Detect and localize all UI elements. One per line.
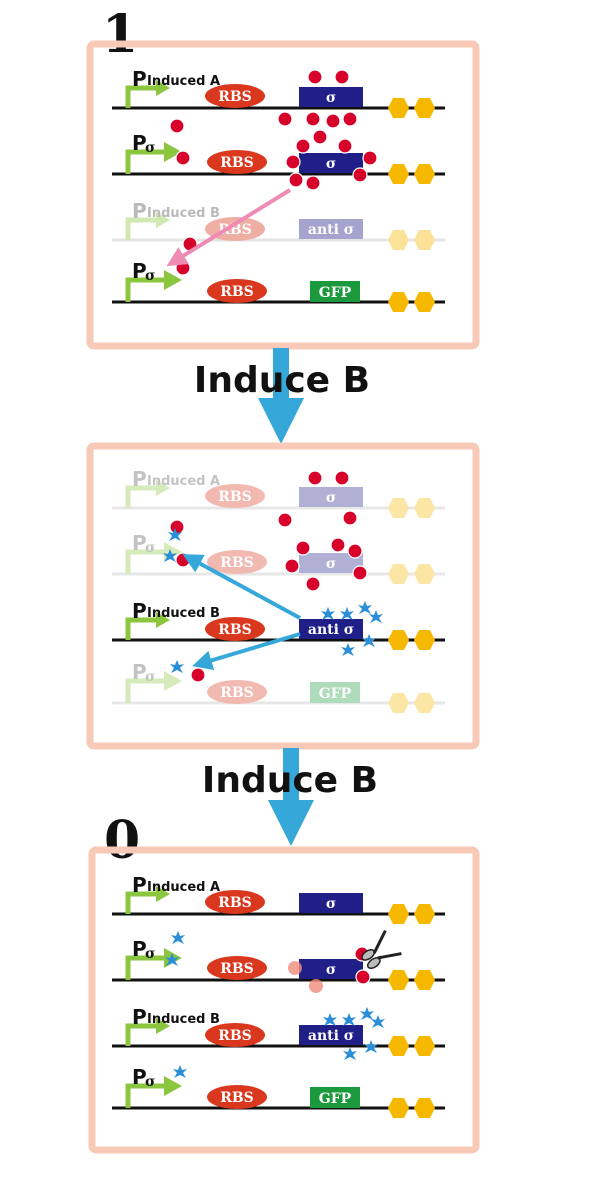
rbs-oval: [205, 84, 265, 108]
panel-label-0: 0: [104, 810, 140, 871]
promoter-induced-a-label: Induced A: [147, 74, 220, 89]
gene-row-induced-b: P Induced B RBS anti σ: [112, 599, 445, 656]
rbs-label: RBS: [218, 1028, 252, 1044]
promoter-label: P: [132, 67, 147, 91]
rbs-oval: [207, 150, 267, 174]
blue-binding-arrow-1: [182, 554, 301, 620]
terminator-2: [414, 292, 435, 312]
promoter-label: P: [132, 937, 147, 961]
rbs-label: RBS: [218, 222, 252, 238]
promoter-label: P: [132, 873, 147, 897]
promoter-sigma-sub: σ: [145, 140, 155, 156]
promoter-induced-b-label: Induced B: [147, 206, 220, 221]
gene-row-induced-b-faded: P Induced B RBS anti σ: [112, 199, 445, 250]
induce-arrow-2: [268, 748, 314, 846]
terminator-1: [388, 292, 409, 312]
gene-row-p-sigma: P σ RBS σ: [112, 111, 445, 191]
anti-sigma-label: anti σ: [308, 1028, 354, 1044]
terminator-1: [388, 164, 409, 184]
promoter-label: P: [132, 131, 147, 155]
rbs-label: RBS: [220, 961, 254, 977]
gene-row-induced-a: P Induced A RBS σ: [112, 67, 445, 118]
anti-sigma-label: anti σ: [308, 222, 354, 238]
sigma-gene: [299, 153, 363, 173]
promoter-sigma-sub: σ: [145, 540, 155, 556]
gene-row-induced-b: P Induced B RBS anti σ: [112, 1005, 445, 1060]
gene-row-gfp: P σ RBS GFP: [112, 236, 445, 312]
terminator-2: [414, 98, 435, 118]
gene-row-p-sigma-faded: P σ RBS σ: [112, 531, 445, 584]
sigma-gene: [299, 959, 363, 979]
promoter-label: P: [132, 660, 147, 684]
sigma-label: σ: [326, 490, 336, 506]
anti-sigma-label: anti σ: [308, 622, 354, 638]
pink-binding-arrow: [166, 188, 292, 267]
rbs-label: RBS: [218, 622, 252, 638]
rbs-label: RBS: [220, 685, 254, 701]
promoter-label: P: [132, 599, 147, 623]
panel-label-1: 1: [102, 4, 138, 65]
sigma-label: σ: [326, 962, 336, 978]
induce-b-label-2: Induce B: [202, 760, 378, 801]
sigma-label: σ: [326, 556, 336, 572]
promoter-label: P: [132, 531, 147, 555]
gene-row-gfp-faded: P σ RBS GFP: [112, 660, 445, 713]
gene-row-p-sigma: P σ RBS σ: [112, 931, 445, 993]
promoter-label: P: [132, 1065, 147, 1089]
blue-binding-arrow-2: [192, 632, 301, 671]
anti-sigma-gene: [299, 619, 363, 639]
promoter-induced-a-label: Induced A: [147, 474, 220, 489]
panel-1: [86, 40, 480, 350]
rbs-label: RBS: [220, 1090, 254, 1106]
rbs-label: RBS: [218, 489, 252, 505]
sigma-label: σ: [326, 896, 336, 912]
promoter-sigma-sub: σ: [145, 669, 155, 685]
promoter-induced-b-label: Induced B: [147, 606, 220, 621]
promoter-label: P: [132, 199, 147, 223]
promoter-induced-a-label: Induced A: [147, 880, 220, 895]
induce-arrow-1: [258, 348, 304, 444]
rbs-label: RBS: [220, 284, 254, 300]
gene-row-induced-a: P Induced A RBS σ: [112, 873, 445, 924]
anti-sigma-gene: [299, 219, 363, 239]
promoter-induced-b-label: Induced B: [147, 1012, 220, 1027]
gfp-gene: [310, 281, 360, 302]
panel-2: [86, 442, 480, 750]
gene-row-induced-a-faded: P Induced A RBS σ: [112, 467, 445, 518]
scissors-icon: [361, 929, 402, 970]
terminator-1: [388, 98, 409, 118]
anti-sigma-gene: [299, 1025, 363, 1045]
rbs-label: RBS: [218, 895, 252, 911]
promoter-label: P: [132, 259, 147, 283]
sigma-label: σ: [326, 90, 336, 106]
induce-b-label-1: Induce B: [194, 360, 370, 401]
promoter-label: P: [132, 1005, 147, 1029]
gfp-label: GFP: [319, 1091, 352, 1107]
rbs-oval: [207, 279, 267, 303]
promoter-sigma-sub: σ: [145, 268, 155, 284]
promoter-label: P: [132, 467, 147, 491]
rbs-label: RBS: [218, 89, 252, 105]
promoter-sigma-sub: σ: [145, 946, 155, 962]
sigma-gene: [299, 87, 363, 107]
terminator-2: [414, 164, 435, 184]
rbs-label: RBS: [220, 555, 254, 571]
gfp-label: GFP: [319, 285, 352, 301]
promoter-sigma-sub: σ: [145, 1074, 155, 1090]
sigma-label: σ: [326, 156, 336, 172]
panel-3: [88, 846, 480, 1154]
sigma-gene: [299, 893, 363, 913]
gene-row-gfp: P σ RBS GFP: [112, 1065, 445, 1118]
gfp-gene: [310, 1087, 360, 1108]
gfp-label: GFP: [319, 686, 352, 702]
rbs-label: RBS: [220, 155, 254, 171]
